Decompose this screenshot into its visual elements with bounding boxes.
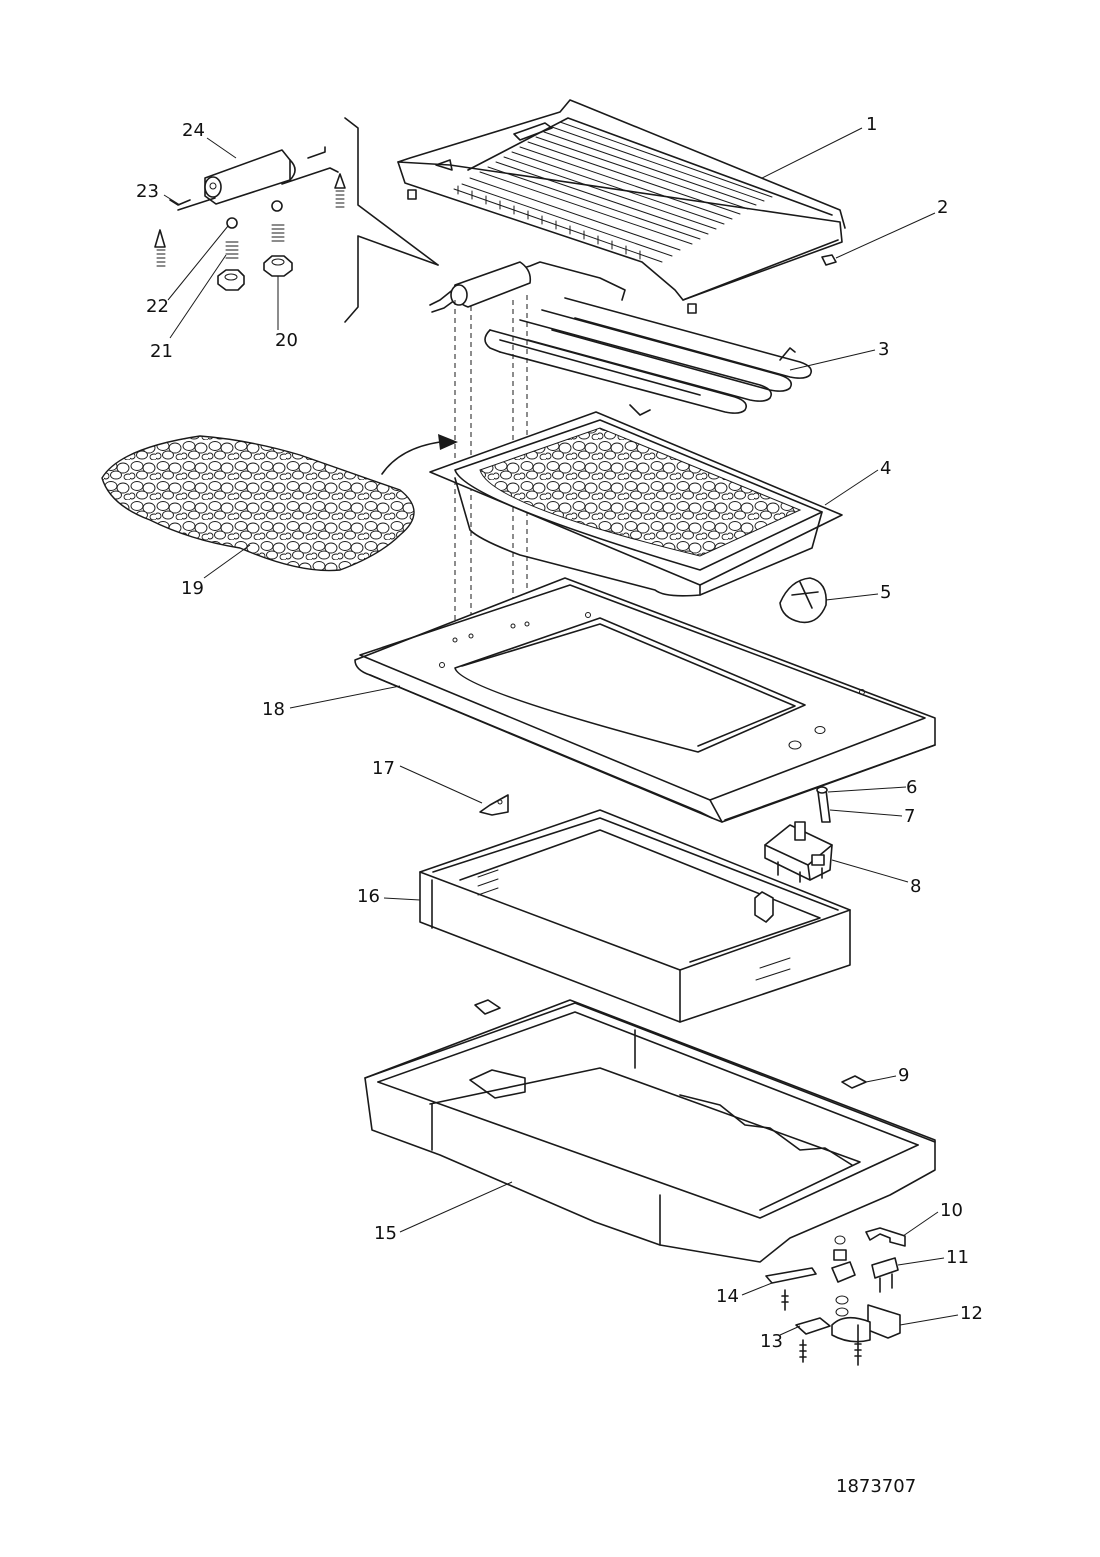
part-19-lava-stones <box>101 435 415 572</box>
part-2-rack-foot <box>821 254 837 266</box>
part-4-stone-tray <box>429 411 843 597</box>
label-2: 2 <box>937 197 948 218</box>
label-18: 18 <box>262 699 285 720</box>
label-14: 14 <box>716 1286 739 1307</box>
part-14-mounting-bracket <box>765 1267 817 1311</box>
part-15-base-tray <box>364 999 936 1263</box>
label-16: 16 <box>357 886 380 907</box>
label-20: 20 <box>275 330 298 351</box>
part-11-terminal-block <box>871 1257 899 1293</box>
label-9: 9 <box>898 1065 909 1086</box>
label-3: 3 <box>878 339 889 360</box>
part-3-heating-element <box>429 261 813 416</box>
label-6: 6 <box>906 777 917 798</box>
label-10: 10 <box>940 1200 963 1221</box>
label-24: 24 <box>182 120 205 141</box>
screws-and-washers <box>831 1235 856 1317</box>
part-8-switch <box>764 821 833 883</box>
part-24-hinge-inset <box>154 117 439 323</box>
label-13: 13 <box>760 1331 783 1352</box>
label-5: 5 <box>880 582 891 603</box>
leader-lines <box>163 127 959 1336</box>
label-12: 12 <box>960 1303 983 1324</box>
label-8: 8 <box>910 876 921 897</box>
part-18-top-frame <box>354 577 936 823</box>
part-9-clip <box>841 1075 867 1089</box>
part-5-control-knob <box>779 577 827 624</box>
part-10-bracket <box>865 1227 906 1247</box>
label-4: 4 <box>880 458 891 479</box>
label-17: 17 <box>372 758 395 779</box>
part-1-grill-rack <box>397 99 846 314</box>
part-6-7-spindle <box>816 786 831 823</box>
label-1: 1 <box>866 114 877 135</box>
label-19: 19 <box>181 578 204 599</box>
label-23: 23 <box>136 181 159 202</box>
label-7: 7 <box>904 806 915 827</box>
part-16-inner-housing <box>419 809 851 1023</box>
label-15: 15 <box>374 1223 397 1244</box>
part-labels: 1 2 3 4 5 6 7 8 9 10 11 12 13 14 15 16 1… <box>136 114 983 1352</box>
part-12-cable-clamp <box>831 1304 901 1366</box>
part-17-bracket <box>479 794 509 816</box>
label-21: 21 <box>150 341 173 362</box>
part-13-fixing-clip <box>795 1317 831 1363</box>
label-11: 11 <box>946 1247 969 1268</box>
document-number: 1873707 <box>836 1476 917 1497</box>
label-22: 22 <box>146 296 169 317</box>
